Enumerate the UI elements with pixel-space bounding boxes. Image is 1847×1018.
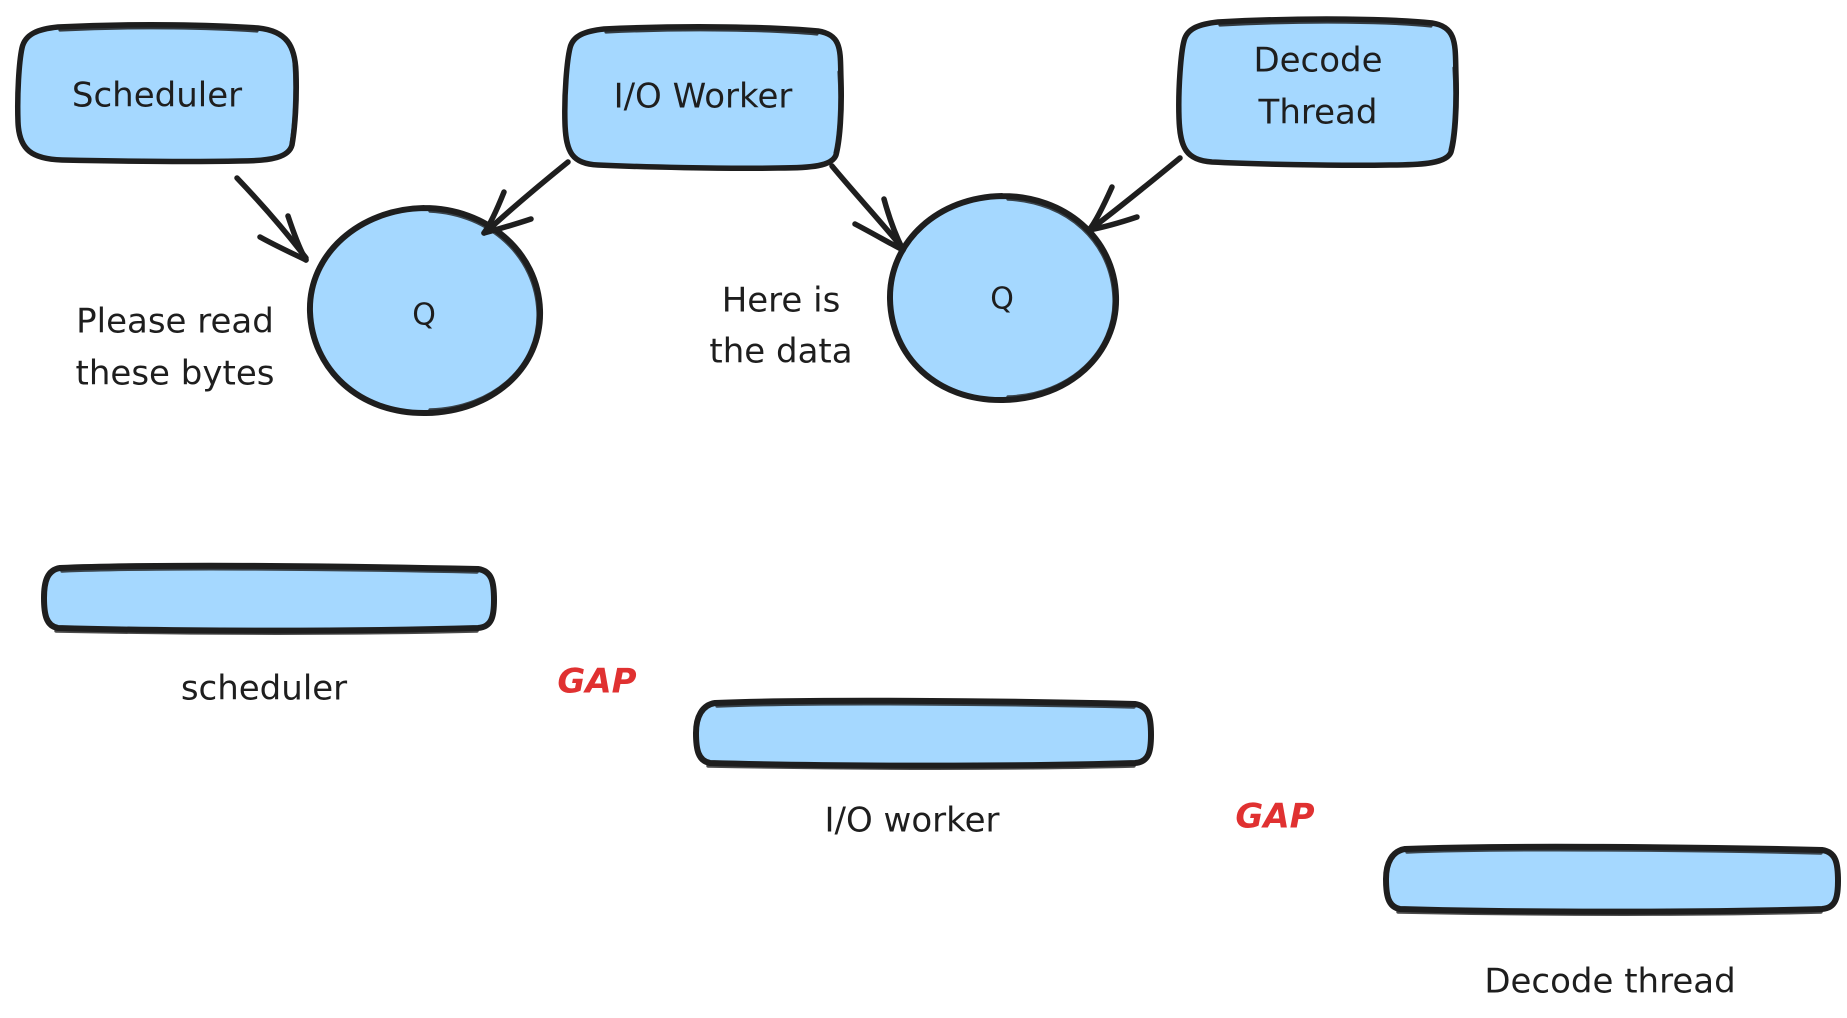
io-worker-box-outline [562, 24, 844, 172]
io-worker-bar[interactable]: I/O worker [693, 697, 1154, 841]
edge-io-worker-to-queue-2 [829, 163, 906, 253]
io-worker-bar-outline [693, 697, 1154, 769]
annotation-here-data-line1: Here is [722, 281, 841, 321]
io-worker-box-fill [564, 26, 842, 169]
scheduler-bar-label: scheduler [181, 669, 347, 709]
io-worker-box-sketch-pass [604, 28, 842, 155]
decode-thread-box-outline [1176, 16, 1459, 169]
annotation-here-data-line2: the data [709, 332, 852, 372]
edge-io-worker-to-queue-1-line [483, 159, 571, 235]
decode-thread-box-label-line1: Decode [1253, 41, 1382, 81]
scheduler-box-sketch-pass [58, 26, 297, 146]
edge-scheduler-to-queue-1-head-b [257, 234, 309, 263]
decode-thread-box-fill [1178, 19, 1457, 166]
edge-decode-thread-to-queue-2-head-b [1086, 214, 1140, 233]
edge-decode-thread-to-queue-2 [1086, 155, 1183, 233]
decode-thread-box[interactable]: Decode Thread [1176, 16, 1459, 169]
scheduler-box-label: Scheduler [72, 76, 242, 116]
annotation-read-bytes-line1: Please read [76, 302, 274, 342]
decode-thread-bar-label: Decode thread [1484, 962, 1735, 1002]
edge-io-worker-to-queue-2-head-b [852, 221, 906, 253]
io-worker-box-label: I/O Worker [614, 77, 793, 117]
edge-scheduler-to-queue-1 [234, 175, 309, 263]
queue-2[interactable]: Q [886, 193, 1120, 404]
decode-thread-box-label-line2: Thread [1258, 93, 1378, 133]
edge-io-worker-to-queue-1 [481, 159, 571, 236]
annotation-read-bytes-line2: these bytes [76, 354, 275, 394]
annotation-here-data: Here is the data [709, 281, 852, 372]
queue-1[interactable]: Q [306, 205, 544, 417]
decode-thread-bar-fill [1386, 846, 1838, 912]
io-worker-bar-label: I/O worker [824, 801, 999, 841]
decode-thread-bar[interactable]: Decode thread [1383, 843, 1841, 1002]
scheduler-box-fill [17, 24, 297, 162]
edge-decode-thread-to-queue-2-line [1088, 155, 1183, 232]
scheduler-box[interactable]: Scheduler [15, 22, 299, 165]
scheduler-box-outline [15, 22, 299, 165]
edge-io-worker-to-queue-2-line [829, 163, 906, 252]
queue-2-sketch-pass [1006, 197, 1116, 399]
queue-1-sketch-pass [428, 209, 540, 412]
io-worker-bar-fill [696, 700, 1151, 766]
scheduler-bar[interactable]: scheduler [41, 562, 497, 709]
io-worker-box[interactable]: I/O Worker [562, 24, 844, 172]
scheduler-bar-fill [44, 565, 494, 631]
scheduler-bar-outline [41, 562, 497, 634]
queue-1-fill [309, 208, 541, 414]
queue-2-label: Q [990, 282, 1014, 317]
annotation-read-bytes: Please read these bytes [76, 302, 275, 394]
queue-1-outline [306, 205, 544, 417]
decode-thread-bar-outline [1383, 843, 1841, 915]
edge-io-worker-to-queue-1-head-b [481, 216, 534, 236]
decode-thread-bar-sketch-pass [1396, 848, 1823, 916]
gap-2-label: GAP [1235, 797, 1314, 837]
gap-1-label: GAP [557, 662, 636, 702]
queue-2-fill [889, 196, 1117, 401]
scheduler-bar-sketch-pass [54, 567, 479, 635]
io-worker-bar-sketch-pass [706, 702, 1136, 770]
decode-thread-box-sketch-pass [1218, 20, 1457, 152]
queue-1-label: Q [412, 298, 436, 333]
